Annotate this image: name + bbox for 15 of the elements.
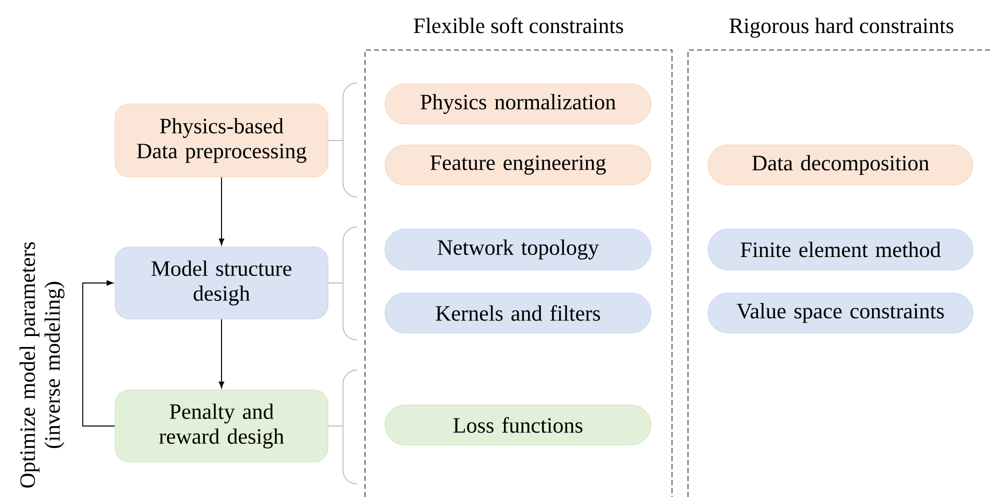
- rounded-box: Model structure desigh: [114, 246, 328, 320]
- pill-box: Physics normalization: [384, 84, 652, 124]
- pill-box: Value space constraints: [708, 292, 974, 334]
- pill-box: Loss functions: [384, 404, 652, 446]
- pill-box: Kernels and filters: [384, 292, 652, 334]
- pill-box: Feature engineering: [384, 144, 652, 186]
- edge-label: Optimize model parameters (inverse modeling): [20, 242, 64, 488]
- pill-box: Data decomposition: [708, 144, 974, 186]
- arrow: [218, 176, 224, 246]
- arrow: [218, 318, 224, 388]
- pill-box: Finite element method: [708, 228, 974, 270]
- rounded-box: Penalty and reward desigh: [114, 390, 328, 462]
- arrow: [82, 280, 116, 426]
- pill-box: Network topology: [384, 228, 652, 270]
- rounded-box: Physics-based Data preprocessing: [114, 104, 328, 178]
